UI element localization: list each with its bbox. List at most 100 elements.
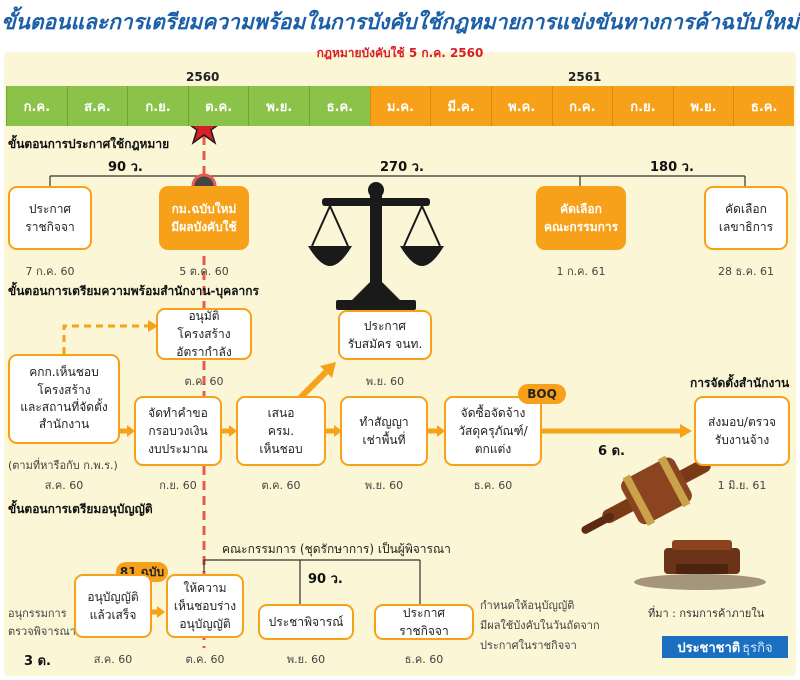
box-kkt-line3: และสถานที่จัดตั้ง (20, 400, 108, 414)
month-cell: พ.ย. (672, 86, 734, 126)
month-cell: มี.ค. (430, 86, 491, 126)
month-cell: พ.ค. (490, 86, 552, 126)
label-office-setup: การจัดตั้งสำนักงาน (690, 376, 790, 390)
box-select-committee: คัดเลือกคณะกรรมการ (536, 186, 626, 250)
box-procure-line3: ตกแต่ง (474, 442, 512, 456)
page-subtitle: กฎหมายบังคับใช้ 5 ก.ค. 2560 (316, 46, 484, 60)
month-cell: ธ.ค. (733, 86, 794, 126)
box-budget-line2: กรอบวงเงิน (148, 424, 208, 438)
note-subcommittee-line2: ตรวจพิจารณา (8, 625, 76, 638)
dashed-arrow-to-structure (62, 324, 148, 354)
gavel-icon (581, 455, 766, 590)
month-cell: ต.ค. (187, 86, 249, 126)
publisher-logo: ประชาชาติธุรกิจ (662, 636, 788, 658)
box-select-secretary-line2: เลขาธิการ (718, 220, 774, 234)
date-gazette: ธ.ค. 60 (404, 653, 444, 666)
note-effective-line3: ประกาศในราชกิจจา (480, 639, 577, 652)
date-approve-structure: ต.ค. 60 (184, 375, 224, 388)
box-propose-line1: เสนอ (267, 406, 295, 420)
box-approve-structure: อนุมัติโครงสร้างอัตรากำลัง (156, 308, 252, 360)
duration-3-months: 3 ด. (24, 654, 51, 669)
box-budget-request: จัดทำคำขอกรอบวงเงินงบประมาณ (134, 396, 222, 466)
date-lease: พ.ย. 60 (364, 479, 404, 492)
box-procurement: จัดซื้อจัดจ้างวัสดุครุภัณฑ์/ ตกแต่ง (444, 396, 542, 466)
box-approve-structure-line1: อนุมัติโครงสร้าง (177, 309, 231, 341)
box-approve-draft-line1: ให้ความ (183, 581, 227, 595)
note-effective-line1: กำหนดให้อนุบัญญัติ (480, 599, 575, 612)
duration-6-months: 6 ด. (598, 444, 625, 459)
arrow-propose-to-lease-head (334, 425, 342, 437)
box-lease-contract: ทำสัญญาเช่าพื้นที่ (340, 396, 428, 466)
date-recruit: พ.ย. 60 (365, 375, 405, 388)
source-credit: ที่มา : กรมการค้าภายใน (648, 607, 765, 620)
box-lease-line2: เช่าพื้นที่ (362, 433, 406, 447)
box-kkt-line4: สำนักงาน (38, 417, 90, 432)
year-label-2560: 2560 (186, 70, 220, 84)
scales-of-justice-icon (308, 182, 444, 310)
committee-label: คณะกรรมการ (ชุดรักษาการ) เป็นผู้พิจารณา (222, 542, 451, 556)
box-handover: ส่งมอบ/ตรวจรับงานจ้าง (694, 396, 790, 466)
arrow-kkt-to-budget-head (127, 425, 135, 437)
section1-heading: ขั้นตอนการประกาศใช้กฎหมาย (8, 137, 170, 151)
box-committee-approve-structure: คกก.เห็นชอบ โครงสร้าง และสถานที่จัดตั้ง … (8, 354, 120, 444)
date-announce: 7 ก.ค. 60 (25, 265, 75, 278)
duration-270-days: 270 ว. (380, 160, 424, 175)
box-gazette-text: ประกาศราชกิจจา (399, 606, 449, 638)
box-propose-cabinet: เสนอครม. เห็นชอบ (236, 396, 326, 466)
box-select-secretary-line1: คัดเลือก (725, 202, 767, 216)
box-procure-line1: จัดซื้อจัดจ้าง (460, 406, 526, 420)
box-propose-line3: เห็นชอบ (259, 442, 303, 456)
date-propose: ต.ค. 60 (261, 479, 301, 492)
arrow-procure-to-handover-head (680, 424, 692, 438)
box-select-committee-line2: คณะกรรมการ (543, 220, 619, 234)
box-handover-line1: ส่งมอบ/ตรวจ (708, 415, 776, 429)
box-budget-line1: จัดทำคำขอ (148, 406, 208, 420)
dashed-arrow-head (148, 320, 158, 332)
section3-heading: ขั้นตอนการเตรียมอนุบัญญัติ (8, 502, 153, 516)
note-kkt: (ตามที่หารือกับ ก.พ.ร.) (8, 459, 118, 472)
box-subleg-done-line1: อนุบัญญัติ (87, 590, 139, 604)
date-hearing: พ.ย. 60 (286, 653, 326, 666)
year-label-2561: 2561 (568, 70, 602, 84)
duration-180-days: 180 ว. (650, 160, 694, 175)
box-budget-line3: งบประมาณ (148, 442, 208, 456)
box-handover-line2: รับงานจ้าง (714, 433, 770, 447)
logo-text-b: ธุรกิจ (742, 640, 773, 656)
section2-heading: ขั้นตอนการเตรียมความพร้อมสำนักงาน-บุคลาก… (8, 284, 259, 298)
box-propose-line2: ครม. (267, 424, 295, 438)
box-hearing-text: ประชาพิจารณ์ (268, 615, 344, 629)
date-procure: ธ.ค. 60 (473, 479, 513, 492)
box-subleg-done-line2: แล้วเสร็จ (89, 608, 137, 622)
duration-90-days-sublegislation: 90 ว. (308, 572, 343, 587)
date-kkt: ส.ค. 60 (44, 479, 84, 492)
arrow-subleg-to-approve-head (157, 606, 165, 618)
duration-90-days: 90 ว. (108, 160, 143, 175)
box-effective-line1: กม.ฉบับใหม่ (171, 202, 237, 216)
box-sublegislation-done: อนุบัญญัติแล้วเสร็จ (74, 574, 152, 638)
month-cell: ส.ค. (66, 86, 128, 126)
box-law-effective: กม.ฉบับใหม่มีผลบังคับใช้ (159, 186, 249, 250)
box-lease-line1: ทำสัญญา (359, 415, 409, 429)
arrow-propose-to-recruit (297, 369, 329, 401)
box-gazette-publish: ประกาศราชกิจจา (374, 604, 474, 640)
box-kkt-line2: โครงสร้าง (37, 382, 91, 397)
box-approve-draft: ให้ความเห็นชอบร่างอนุบัญญัติ (166, 574, 244, 638)
date-select-secretary: 28 ธ.ค. 61 (717, 265, 775, 278)
box-effective-line2: มีผลบังคับใช้ (171, 220, 237, 234)
box-announce-line2: ราชกิจจา (25, 220, 75, 234)
box-select-committee-line1: คัดเลือก (560, 202, 602, 216)
box-approve-draft-line3: อนุบัญญัติ (179, 617, 231, 631)
date-select-committee: 1 ก.ค. 61 (556, 265, 606, 278)
box-public-hearing: ประชาพิจารณ์ (258, 604, 354, 640)
page-title: ขั้นตอนและการเตรียมความพร้อมในการบังคับใ… (1, 10, 799, 34)
arrow-propose-to-recruit-head (320, 362, 336, 378)
box-approve-structure-line2: อัตรากำลัง (176, 345, 232, 359)
date-subleg-done: ส.ค. 60 (93, 653, 133, 666)
note-subcommittee-line1: อนุกรรมการ (8, 607, 67, 620)
month-cell: ก.ค. (6, 86, 67, 126)
box-announce-gazette: ประกาศราชกิจจา (8, 186, 92, 250)
box-procure-line2: วัสดุครุภัณฑ์/ (458, 424, 528, 438)
date-effective: 5 ต.ค. 60 (179, 265, 229, 278)
